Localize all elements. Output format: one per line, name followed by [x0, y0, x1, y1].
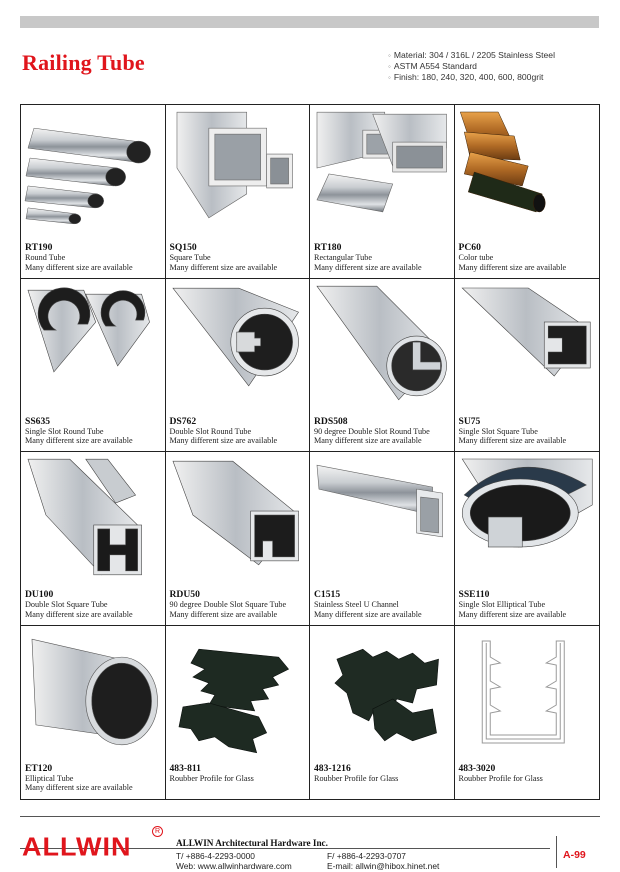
product-card: 483-3020 Roubber Profile for Glass: [455, 626, 600, 800]
email-link[interactable]: E-mail: allwin@hibox.hinet.net: [327, 861, 440, 871]
product-card: SS635 Single Slot Round Tube Many differ…: [21, 278, 166, 452]
product-card: DS762 Double Slot Round Tube Many differ…: [165, 278, 310, 452]
rubber-profile-photo: [313, 629, 451, 761]
product-code: SS635: [25, 415, 51, 427]
product-card: C1515 Stainless Steel U Channel Many dif…: [310, 452, 455, 626]
fax: F/ +886-4-2293-0707: [327, 851, 406, 861]
double-slot-round-tube-photo: [169, 282, 307, 414]
product-note: Many different size are available: [458, 262, 567, 272]
product-card: RT180 Rectangular Tube Many different si…: [310, 105, 455, 279]
product-name: Single Slot Square Tube: [458, 426, 538, 436]
product-name: Roubber Profile for Glass: [458, 773, 543, 783]
product-card: RDS508 90 degree Double Slot Round Tube …: [310, 278, 455, 452]
single-slot-round-tube-photo: [24, 282, 162, 414]
product-note: Many different size are available: [25, 262, 133, 272]
spec-standard: ASTM A554 Standard: [388, 61, 555, 72]
product-code: ET120: [25, 762, 53, 774]
elliptical-tube-photo: [24, 629, 162, 761]
product-code: SU75: [458, 415, 481, 427]
product-name: Color tube: [458, 253, 494, 262]
allwin-logo: ALLWIN: [22, 832, 132, 862]
product-note: Many different size are available: [458, 609, 567, 619]
product-note: Many different size are available: [314, 609, 422, 619]
product-card: 483-1216 Roubber Profile for Glass: [310, 625, 455, 799]
website-link[interactable]: Web: www.allwinhardware.com: [176, 861, 292, 871]
product-code: RT180: [314, 242, 342, 253]
product-note: Many different size are available: [25, 783, 133, 793]
product-name: Square Tube: [169, 253, 211, 262]
product-card: RDU50 90 degree Double Slot Square Tube …: [165, 452, 310, 626]
spec-material: Material: 304 / 316L / 2205 Stainless St…: [388, 50, 555, 61]
page-title: Railing Tube: [22, 50, 145, 75]
footer-divider: [20, 848, 550, 849]
footer-vertical-divider: [556, 836, 557, 868]
product-code: SQ150: [169, 242, 197, 253]
product-code: RDS508: [314, 415, 348, 427]
product-code: 483-811: [169, 762, 201, 774]
product-card: PC60 Color tube Many different size are …: [454, 105, 599, 279]
product-note: Many different size are available: [25, 436, 133, 446]
registered-mark-icon: R: [152, 826, 163, 837]
product-name: Elliptical Tube: [25, 773, 74, 783]
product-grid: RT190 Round Tube Many different size are…: [20, 104, 600, 800]
product-card: RT190 Round Tube Many different size are…: [21, 105, 166, 279]
product-code: PC60: [458, 242, 481, 253]
spec-finish: Finish: 180, 240, 320, 400, 600, 800grit: [388, 72, 555, 83]
product-name: Stainless Steel U Channel: [314, 600, 399, 609]
telephone: T/ +886-4-2293-0000: [176, 851, 255, 861]
product-note: Many different size are available: [169, 262, 278, 272]
90-degree-double-slot-round-tube-photo: [313, 282, 451, 414]
product-card: SSE110 Single Slot Elliptical Tube Many …: [454, 452, 599, 626]
double-slot-square-tube-photo: [24, 455, 162, 587]
product-name: 90 degree Double Slot Square Tube: [169, 600, 287, 609]
product-note: Many different size are available: [169, 436, 278, 446]
product-code: RDU50: [169, 589, 200, 600]
u-channel-photo: [313, 455, 451, 587]
product-name: 90 degree Double Slot Round Tube: [314, 426, 430, 436]
company-name: ALLWIN Architectural Hardware Inc.: [176, 838, 328, 848]
rubber-profile-drawing: [458, 629, 597, 761]
product-code: RT190: [25, 242, 53, 253]
90-degree-double-slot-square-tube-photo: [169, 455, 307, 587]
round-tube-photo: [24, 108, 162, 240]
product-code: DS762: [169, 415, 197, 427]
product-card: DU100 Double Slot Square Tube Many diffe…: [21, 452, 166, 626]
product-note: Many different size are available: [169, 609, 278, 619]
product-name: Rectangular Tube: [314, 253, 372, 262]
single-slot-elliptical-tube-photo: [458, 455, 597, 587]
product-code: 483-3020: [458, 762, 496, 774]
product-code: SSE110: [458, 589, 490, 600]
rectangular-tube-photo: [313, 108, 451, 240]
spec-list: Material: 304 / 316L / 2205 Stainless St…: [388, 50, 555, 83]
product-card: 483-811 Roubber Profile for Glass: [166, 625, 310, 799]
product-note: Many different size are available: [314, 262, 422, 272]
product-card: SU75 Single Slot Square Tube Many differ…: [454, 279, 599, 452]
single-slot-square-tube-photo: [458, 282, 597, 414]
color-tube-photo: [458, 108, 597, 240]
product-card: SQ150 Square Tube Many different size ar…: [165, 105, 310, 279]
product-name: Roubber Profile for Glass: [169, 773, 254, 783]
product-name: Round Tube: [25, 253, 66, 262]
product-card: ET120 Elliptical Tube Many different siz…: [21, 625, 166, 799]
page-number: A-99: [563, 849, 586, 861]
product-name: Roubber Profile for Glass: [314, 773, 399, 783]
product-name: Single Slot Round Tube: [25, 426, 104, 436]
header-rule: [20, 16, 599, 28]
product-code: C1515: [314, 589, 341, 600]
footer-rule: [20, 816, 600, 817]
product-name: Single Slot Elliptical Tube: [458, 600, 546, 609]
product-note: Many different size are available: [25, 609, 133, 619]
product-note: Many different size are available: [458, 436, 567, 446]
product-name: Double Slot Square Tube: [25, 600, 108, 609]
product-code: DU100: [25, 589, 54, 600]
product-name: Double Slot Round Tube: [169, 426, 252, 436]
product-note: Many different size are available: [314, 436, 422, 446]
square-tube-photo: [169, 108, 307, 240]
product-code: 483-1216: [314, 762, 351, 774]
rubber-profile-photo: [169, 629, 307, 761]
